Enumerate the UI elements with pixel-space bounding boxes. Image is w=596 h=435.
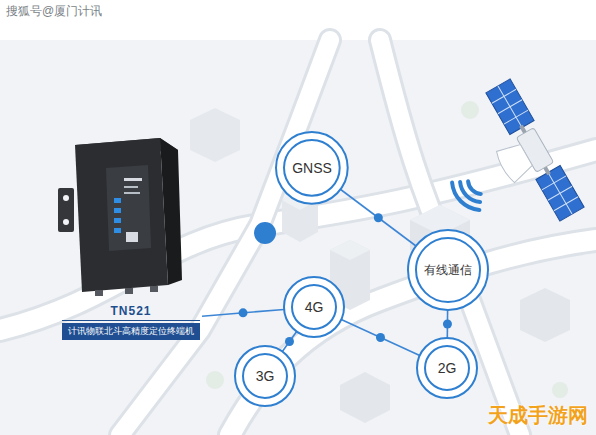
- network-circle: 4G: [282, 275, 346, 339]
- outer-ring: [417, 338, 477, 398]
- network-circle: GNSS: [274, 130, 350, 206]
- junction-dot: [376, 333, 385, 342]
- model-name: TN521: [62, 304, 200, 321]
- junction-dot: [239, 308, 248, 317]
- inner-ring: [292, 285, 336, 329]
- network-link: [282, 331, 296, 351]
- device-illustration: [58, 138, 182, 296]
- blue-dot: [254, 222, 276, 244]
- inner-ring: [284, 140, 340, 196]
- outer-ring: [235, 346, 295, 406]
- node-label: 有线通信: [424, 263, 472, 277]
- network-link: [341, 320, 419, 356]
- product-band: 计讯物联北斗高精度定位终端机: [62, 323, 200, 340]
- junction-dot: [285, 337, 294, 346]
- network-link: [341, 190, 416, 246]
- outer-ring: [408, 230, 488, 310]
- buildings: [190, 101, 570, 423]
- network-circle: 有线通信: [406, 228, 490, 312]
- device-label: TN521 计讯物联北斗高精度定位终端机: [62, 304, 200, 340]
- junction-dot: [374, 213, 383, 222]
- outer-ring: [276, 132, 348, 204]
- outer-ring: [284, 277, 344, 337]
- watermark: 天成手游网: [488, 402, 588, 429]
- inner-ring: [243, 354, 287, 398]
- inner-ring: [425, 346, 469, 390]
- inner-ring: [416, 238, 480, 302]
- signal-arcs: [452, 181, 481, 210]
- network-circle: 3G: [233, 344, 297, 408]
- watermark: 搜狐号@厦门计讯: [6, 3, 102, 20]
- node-label: GNSS: [292, 160, 332, 177]
- satellite-illustration: [466, 79, 584, 233]
- node-label: 4G: [305, 299, 324, 316]
- node-label: 3G: [256, 368, 275, 385]
- junction-dot: [443, 319, 452, 328]
- map-ground: [0, 40, 596, 435]
- network-circle: 2G: [415, 336, 479, 400]
- node-label: 2G: [438, 360, 457, 377]
- roads: [0, 40, 596, 435]
